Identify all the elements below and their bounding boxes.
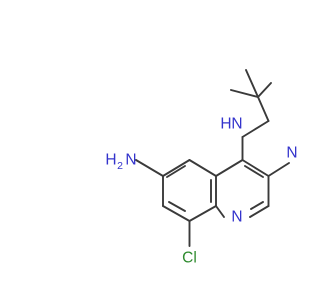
bond: [162, 159, 191, 177]
double-bond-inner: [168, 201, 186, 212]
atom-labels: N Cl H N H 2 N N: [105, 116, 297, 267]
bond: [257, 96, 270, 122]
bond: [249, 205, 270, 218]
bond-lines: [135, 69, 290, 247]
bond: [241, 120, 270, 138]
bond: [245, 69, 259, 98]
bond: [215, 159, 244, 177]
bond: [241, 159, 270, 177]
double-bond-inner: [244, 165, 264, 178]
double-bond-inner: [250, 201, 264, 210]
nh2-h-label: H: [105, 152, 116, 169]
amine-n-label: N: [231, 116, 242, 133]
nh2-n-label: N: [125, 152, 136, 169]
chlorine-label: Cl: [182, 250, 197, 267]
ring-nitrogen-label: N: [231, 209, 242, 226]
bond: [135, 159, 164, 177]
amine-h-label: H: [220, 116, 231, 133]
molecule-structure-diagram: N Cl H N H 2 N N: [105, 69, 298, 267]
nh2-subscript: 2: [117, 160, 123, 172]
nitrile-n-label: N: [286, 145, 297, 162]
bond: [188, 205, 217, 222]
bond: [267, 162, 290, 177]
bond: [215, 205, 225, 218]
bond: [257, 82, 272, 98]
double-bond-inner: [166, 165, 186, 178]
bond: [162, 205, 191, 222]
bond: [188, 159, 217, 177]
bond: [230, 89, 259, 98]
